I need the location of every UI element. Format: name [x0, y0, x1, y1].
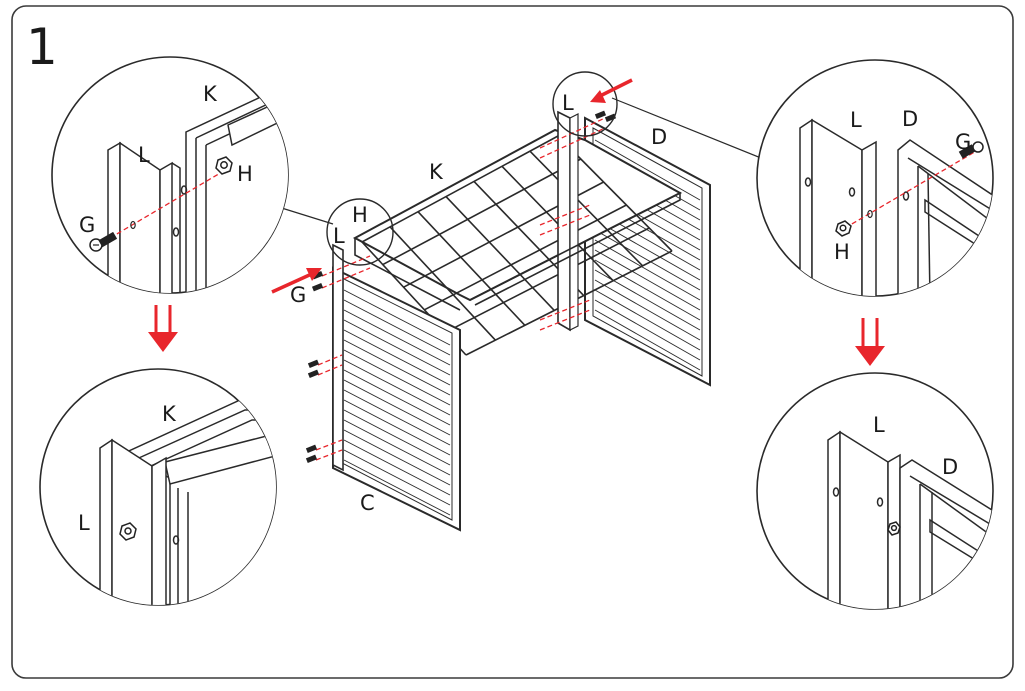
label-d-tr: D: [902, 107, 918, 131]
label-d-br: D: [942, 455, 958, 479]
post-l-right: [557, 110, 579, 332]
label-h-tr: H: [834, 240, 850, 264]
double-down-arrow-icon: [148, 305, 178, 352]
drawing-line: [343, 439, 451, 496]
label-g-tr: G: [955, 130, 971, 154]
drawing-line: [361, 135, 559, 243]
detail-bottom-left: K L: [39, 368, 277, 606]
drawing-line: [594, 299, 701, 361]
drawing-line: [343, 359, 451, 416]
label-l-main-top: L: [562, 91, 574, 115]
drawing-line: [343, 309, 451, 366]
red-arrow-icon: [590, 78, 633, 103]
detail-top-right: L D G H: [756, 59, 994, 297]
label-l-bl: L: [78, 511, 90, 535]
label-l-br: L: [873, 413, 885, 437]
label-k-tl: K: [203, 82, 218, 106]
label-g-main-mid: G: [290, 283, 306, 307]
label-d-main: D: [651, 125, 667, 149]
panel-c: [332, 266, 461, 532]
drawing-line: [529, 150, 644, 267]
drawing-line: [343, 429, 451, 486]
drawing-line: [343, 349, 451, 406]
outer-frame: [11, 5, 1014, 679]
screws: [305, 110, 617, 464]
drawing-line: [343, 419, 451, 476]
post-l-left: [332, 243, 344, 472]
drawing-line: [382, 158, 582, 266]
drawing-line: [445, 196, 555, 311]
label-c-main: C: [360, 491, 375, 515]
screw-g-icon: [958, 141, 984, 159]
screw-g-icon: [89, 231, 118, 252]
nut-h-icon: [887, 521, 901, 536]
label-g-tl: G: [79, 213, 95, 237]
label-l-tr: L: [850, 108, 862, 132]
drawing-line: [343, 319, 451, 376]
drawing-line: [343, 329, 451, 386]
drawing-line: [343, 369, 451, 426]
callout-circle-right: [552, 71, 618, 137]
drawing-line: [594, 239, 701, 301]
nut-h-icon: [215, 156, 233, 175]
drawing-line: [343, 459, 451, 516]
double-down-arrow-icon: [855, 318, 885, 366]
main-assembly: [305, 110, 711, 532]
label-k-bl: K: [162, 402, 177, 426]
step-number: 1: [26, 18, 58, 76]
drawing-line: [343, 339, 451, 396]
drawing-line: [389, 226, 497, 341]
drawing-line: [594, 259, 701, 321]
drawing-line: [594, 139, 701, 201]
drawing-line: [343, 289, 451, 346]
label-l-main-mid: L: [333, 224, 345, 248]
red-arrow-icon: [271, 268, 322, 294]
detail-bottom-right: L D: [756, 372, 994, 610]
drawing-line: [343, 379, 451, 436]
label-l-tl: L: [138, 143, 150, 167]
drawing-line: [594, 279, 701, 341]
nut-h-icon: [835, 220, 852, 237]
drawing-line: [594, 289, 701, 351]
drawing-line: [343, 409, 451, 466]
callout-circle-left: [326, 198, 394, 266]
label-h-tl: H: [237, 162, 253, 186]
drawing-line: [594, 219, 701, 281]
drawing-line: [343, 299, 451, 356]
label-k-main: K: [429, 160, 444, 184]
drawing-line: [444, 227, 650, 334]
drawing-line: [424, 204, 627, 311]
nut-h-icon: [119, 522, 137, 541]
drawing-line: [594, 309, 701, 371]
drawing-line: [343, 389, 451, 446]
detail-top-left: K L G H: [51, 56, 289, 294]
drawing-line: [343, 449, 451, 506]
drawing-line: [343, 399, 451, 456]
drawing-line: [417, 211, 526, 326]
label-h-main-mid: H: [352, 203, 368, 227]
drawing-line: [594, 229, 701, 291]
drawing-line: [594, 249, 701, 311]
